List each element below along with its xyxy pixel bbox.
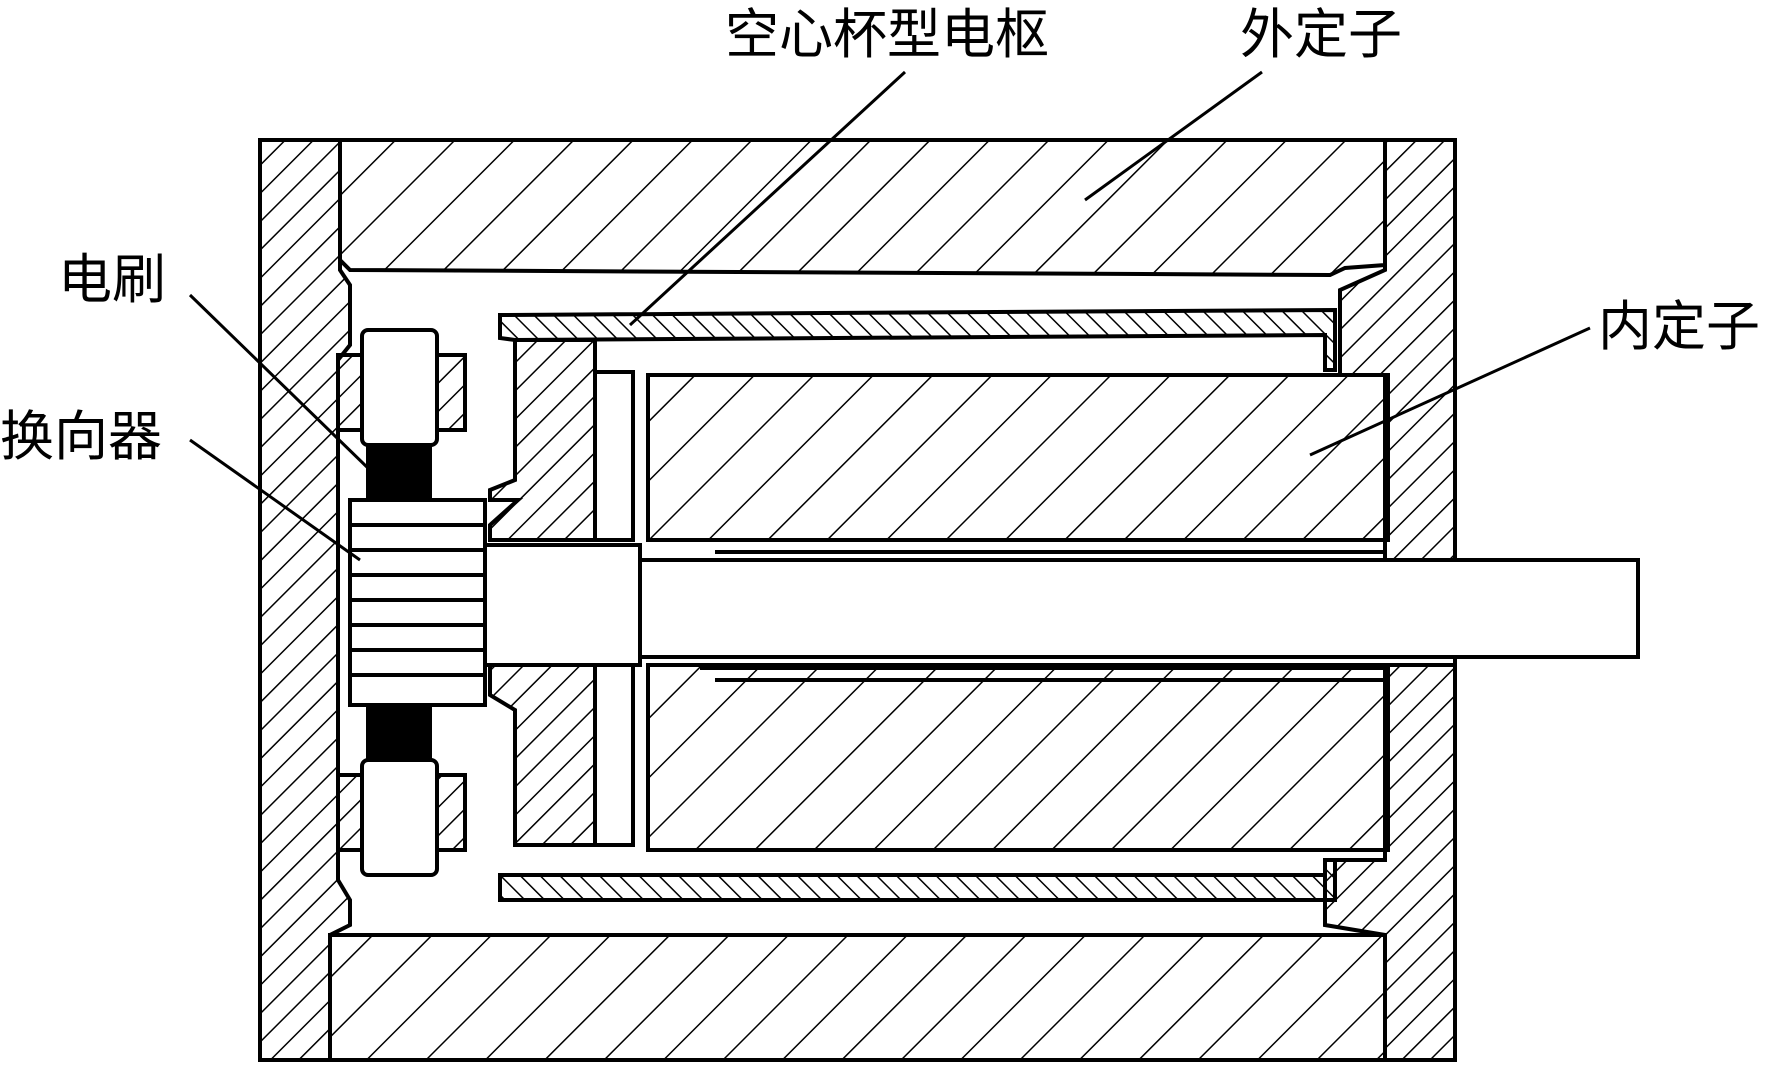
leader-armature	[628, 70, 907, 327]
commutator-segments	[350, 523, 485, 677]
leader-commutator	[189, 438, 361, 562]
inner-stator-bottom	[646, 663, 1390, 852]
brush-bottom	[360, 758, 439, 877]
label-outer-stator: 外定子	[1240, 3, 1402, 66]
brush-top	[360, 328, 439, 447]
outer-stator-top	[338, 138, 1387, 278]
outer-stator-bottom	[328, 933, 1387, 1062]
brush-holder-top	[435, 353, 467, 432]
shaft-hub-section	[483, 543, 642, 667]
cup-armature-bottom	[498, 858, 1337, 902]
shaft	[638, 558, 1640, 659]
label-inner-stator: 内定子	[1598, 295, 1760, 358]
armature-hub-lower	[488, 663, 597, 847]
leader-brush	[188, 293, 372, 472]
leader-inner-stator	[1309, 326, 1591, 457]
brush-bottom-contact	[366, 703, 432, 762]
brush-holder-bottom	[435, 773, 467, 852]
brush-holder-top-left	[336, 353, 364, 432]
inner-stator-top	[646, 373, 1390, 542]
brush-holder-bottom-left	[336, 773, 364, 852]
label-brush: 电刷	[58, 248, 166, 311]
label-cup-armature: 空心杯型电枢	[725, 3, 1049, 66]
armature-hub	[488, 338, 597, 542]
armature-spoke-bottom	[593, 663, 635, 847]
brush-top-contact	[366, 443, 432, 502]
leader-outer-stator	[1084, 70, 1263, 202]
housing-left-wall	[258, 138, 352, 1062]
label-commutator: 换向器	[0, 405, 162, 468]
armature-spoke-top	[593, 370, 635, 542]
cup-armature-top	[498, 307, 1337, 372]
